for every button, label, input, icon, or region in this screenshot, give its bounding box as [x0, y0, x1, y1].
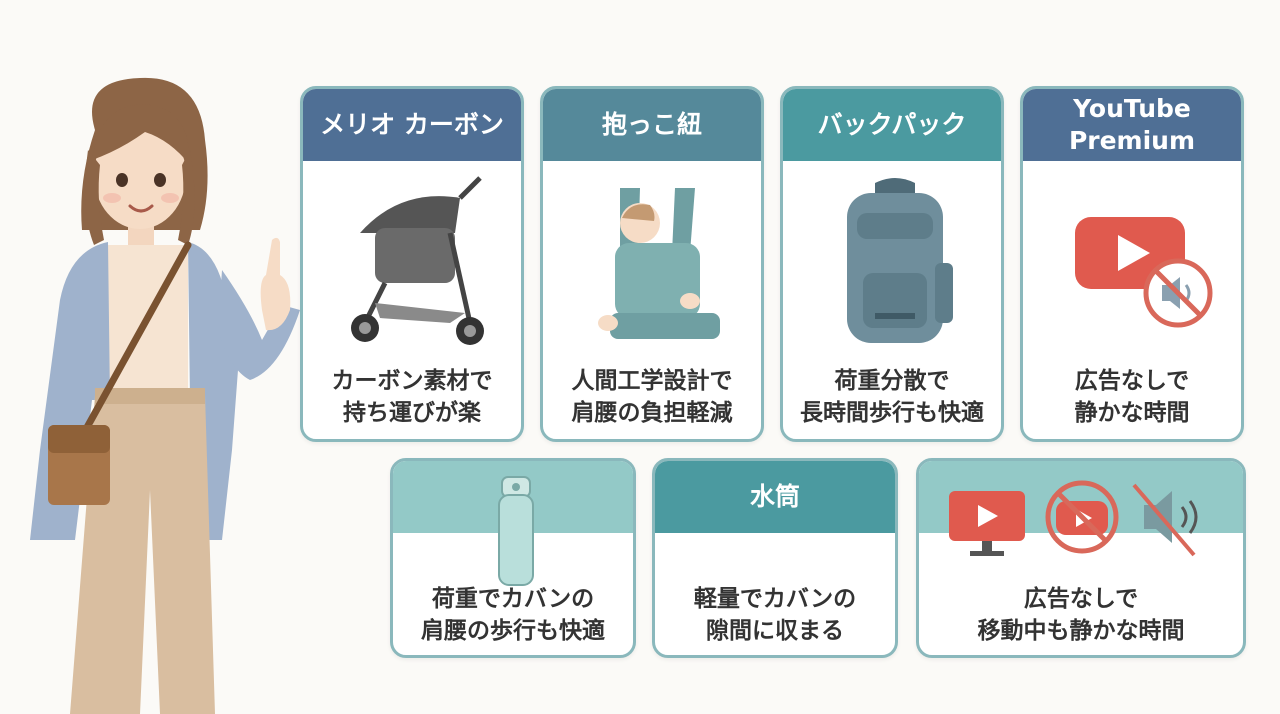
card-desc-line: 広告なしで: [1023, 586, 1139, 612]
card-desc-line: 荷重でカバンの: [431, 586, 595, 612]
card-desc-line: 軽量でカバンの: [693, 586, 857, 612]
card-desc-line: カーボン素材で: [331, 368, 493, 394]
card-desc-line: 隙間に収まる: [706, 618, 844, 644]
card-baby-carrier: 抱っこ紐 人間工学設計で 肩腰の負担軽減: [540, 86, 764, 442]
muted-youtube-icon: [1075, 217, 1213, 328]
card-title: 水筒: [655, 461, 895, 533]
woman-pointing-illustration: [30, 77, 300, 714]
card-suito: 水筒 軽量でカバンの 隙間に収まる: [652, 458, 898, 658]
card-youtube-premium: YouTube Premium 広告なしで 静かな時間: [1020, 86, 1244, 442]
card-water-bottle: 荷重でカバンの 肩腰の歩行も快適: [390, 458, 636, 658]
card-desc-line: 広告なしで: [1074, 368, 1190, 394]
card-stroller: メリオ カーボン カーボン素材で 持ち運びが楽: [300, 86, 524, 442]
water-bottle-icon: [498, 476, 534, 586]
card-desc-line: 持ち運びが楽: [343, 400, 481, 426]
card-desc-line: 肩腰の負担軽減: [571, 400, 733, 426]
baby-carrier-icon: [598, 188, 720, 339]
card-title: YouTube Premium: [1023, 89, 1241, 161]
no-ads-icons: [949, 480, 1198, 557]
card-title: 抱っこ紐: [543, 89, 761, 161]
card-title: バックパック: [783, 89, 1001, 161]
card-desc-line: 移動中も静かな時間: [977, 618, 1185, 644]
card-desc-line: 肩腰の歩行も快適: [421, 618, 605, 644]
card-desc-line: 静かな時間: [1074, 400, 1190, 426]
card-desc-line: 荷重分散で: [834, 368, 950, 394]
card-backpack: バックパック 荷重分散で 長時間歩行も快適: [780, 86, 1004, 442]
card-no-ads: 広告なしで 移動中も静かな時間: [916, 458, 1246, 658]
backpack-icon: [847, 178, 953, 343]
card-title: メリオ カーボン: [303, 89, 521, 161]
card-desc-line: 人間工学設計で: [571, 368, 733, 394]
stroller-icon: [351, 176, 484, 345]
card-desc-line: 長時間歩行も快適: [800, 400, 984, 426]
